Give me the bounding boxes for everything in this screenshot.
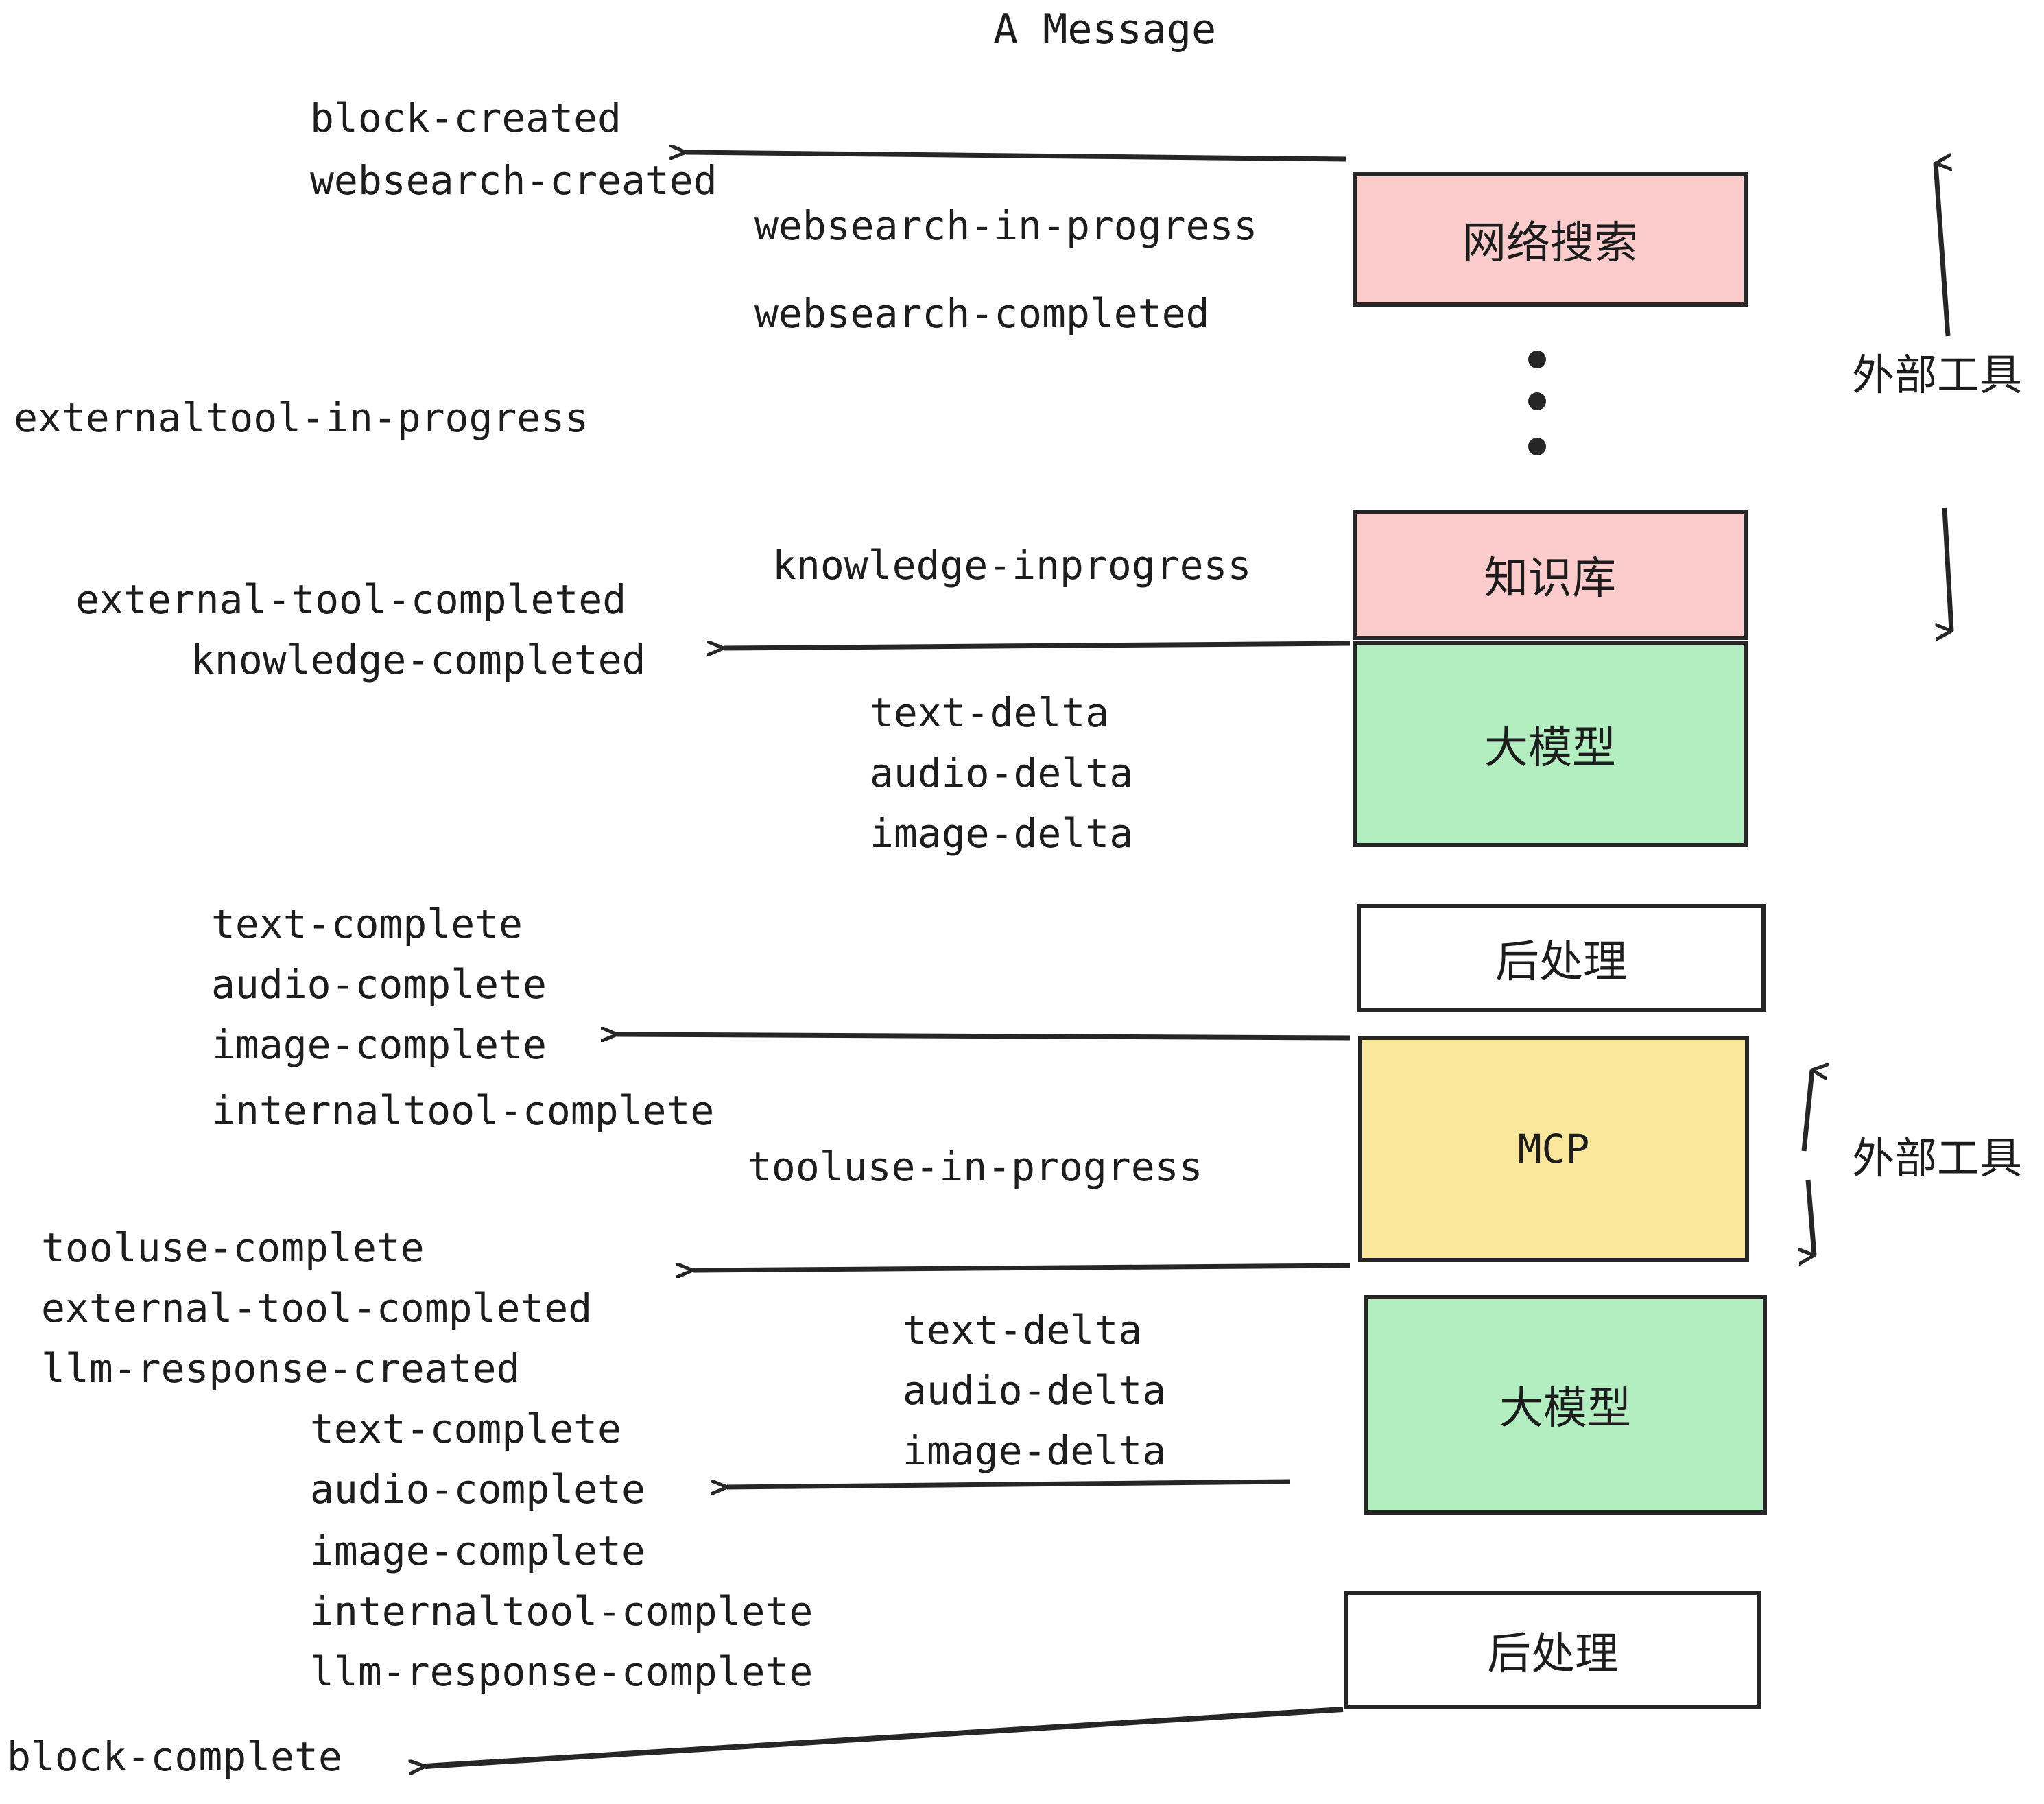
arrow-mcp-to-tooluse-complete [693,1266,1351,1270]
event-llm-response-complete: llm-response-complete [310,1648,813,1695]
arrow-llm2-to-audio-complete [727,1479,1290,1487]
event-websearch-completed: websearch-completed [754,290,1210,337]
box-knowledge-base-label: 知识库 [1484,554,1616,604]
arrow-external-tool-top-up [1933,163,1948,337]
box-postprocess-2-label: 后处理 [1487,1629,1619,1680]
event-audio-complete-1: audio-complete [211,961,547,1008]
event-audio-delta-1: audio-delta [870,750,1134,796]
box-llm-2-label: 大模型 [1499,1384,1631,1434]
box-postprocess-1[interactable]: 后处理 [1357,904,1766,1012]
external-tool-label-bottom: 外部工具 [1852,1133,2023,1183]
diagram-title: A Message [993,5,1217,54]
arrow-external-tool-bottom-up [1801,1070,1812,1152]
arrow-postprocess-to-image-complete [617,1034,1351,1038]
arrow-postprocess2-to-block-complete [425,1707,1344,1766]
event-block-created: block-created [310,95,621,141]
arrow-websearch-to-block-created [686,152,1346,162]
event-internaltool-complete-1: internaltool-complete [211,1087,715,1134]
arrow-external-tool-bottom-down [1808,1179,1817,1255]
event-internaltool-complete-2: internaltool-complete [310,1588,813,1635]
ellipsis-dot-2 [1528,392,1546,410]
event-text-delta-1: text-delta [870,689,1110,736]
event-image-delta-1: image-delta [870,810,1134,857]
arrow-knowledge-to-completed [724,643,1351,648]
event-websearch-created: websearch-created [310,157,717,204]
box-postprocess-1-label: 后处理 [1495,937,1627,988]
event-image-delta-2: image-delta [903,1427,1167,1474]
box-postprocess-2[interactable]: 后处理 [1344,1591,1761,1709]
event-knowledge-completed: knowledge-completed [191,637,646,683]
event-external-tool-completed-1: external-tool-completed [75,576,627,623]
ellipsis-dot-1 [1528,351,1546,368]
event-image-complete-2: image-complete [310,1528,645,1574]
event-tooluse-complete: tooluse-complete [41,1224,425,1271]
event-audio-complete-2: audio-complete [310,1466,645,1512]
event-text-complete-2: text-complete [310,1405,621,1452]
event-external-tool-completed-2: external-tool-completed [41,1285,593,1331]
box-mcp-label: MCP [1517,1126,1590,1172]
box-llm-1[interactable]: 大模型 [1353,641,1748,847]
event-image-complete-1: image-complete [211,1021,547,1068]
event-text-complete-1: text-complete [211,901,523,947]
box-websearch[interactable]: 网络搜索 [1353,172,1748,307]
box-llm-1-label: 大模型 [1484,723,1616,774]
box-mcp[interactable]: MCP [1358,1036,1749,1262]
event-knowledge-inprogress: knowledge-inprogress [772,542,1252,589]
ellipsis-dot-3 [1528,438,1546,455]
external-tool-label-top: 外部工具 [1852,350,2023,400]
event-externaltool-in-progress: externaltool-in-progress [14,394,589,441]
box-knowledge-base[interactable]: 知识库 [1353,510,1748,640]
box-websearch-label: 网络搜索 [1462,218,1638,269]
arrow-external-tool-top-down [1945,507,1954,631]
event-tooluse-in-progress: tooluse-in-progress [748,1143,1203,1190]
event-llm-response-created: llm-response-created [41,1345,521,1392]
event-websearch-in-progress: websearch-in-progress [754,202,1258,249]
event-audio-delta-2: audio-delta [903,1367,1167,1414]
event-text-delta-2: text-delta [903,1307,1143,1353]
event-block-complete: block-complete [7,1733,342,1780]
box-llm-2[interactable]: 大模型 [1364,1295,1767,1515]
